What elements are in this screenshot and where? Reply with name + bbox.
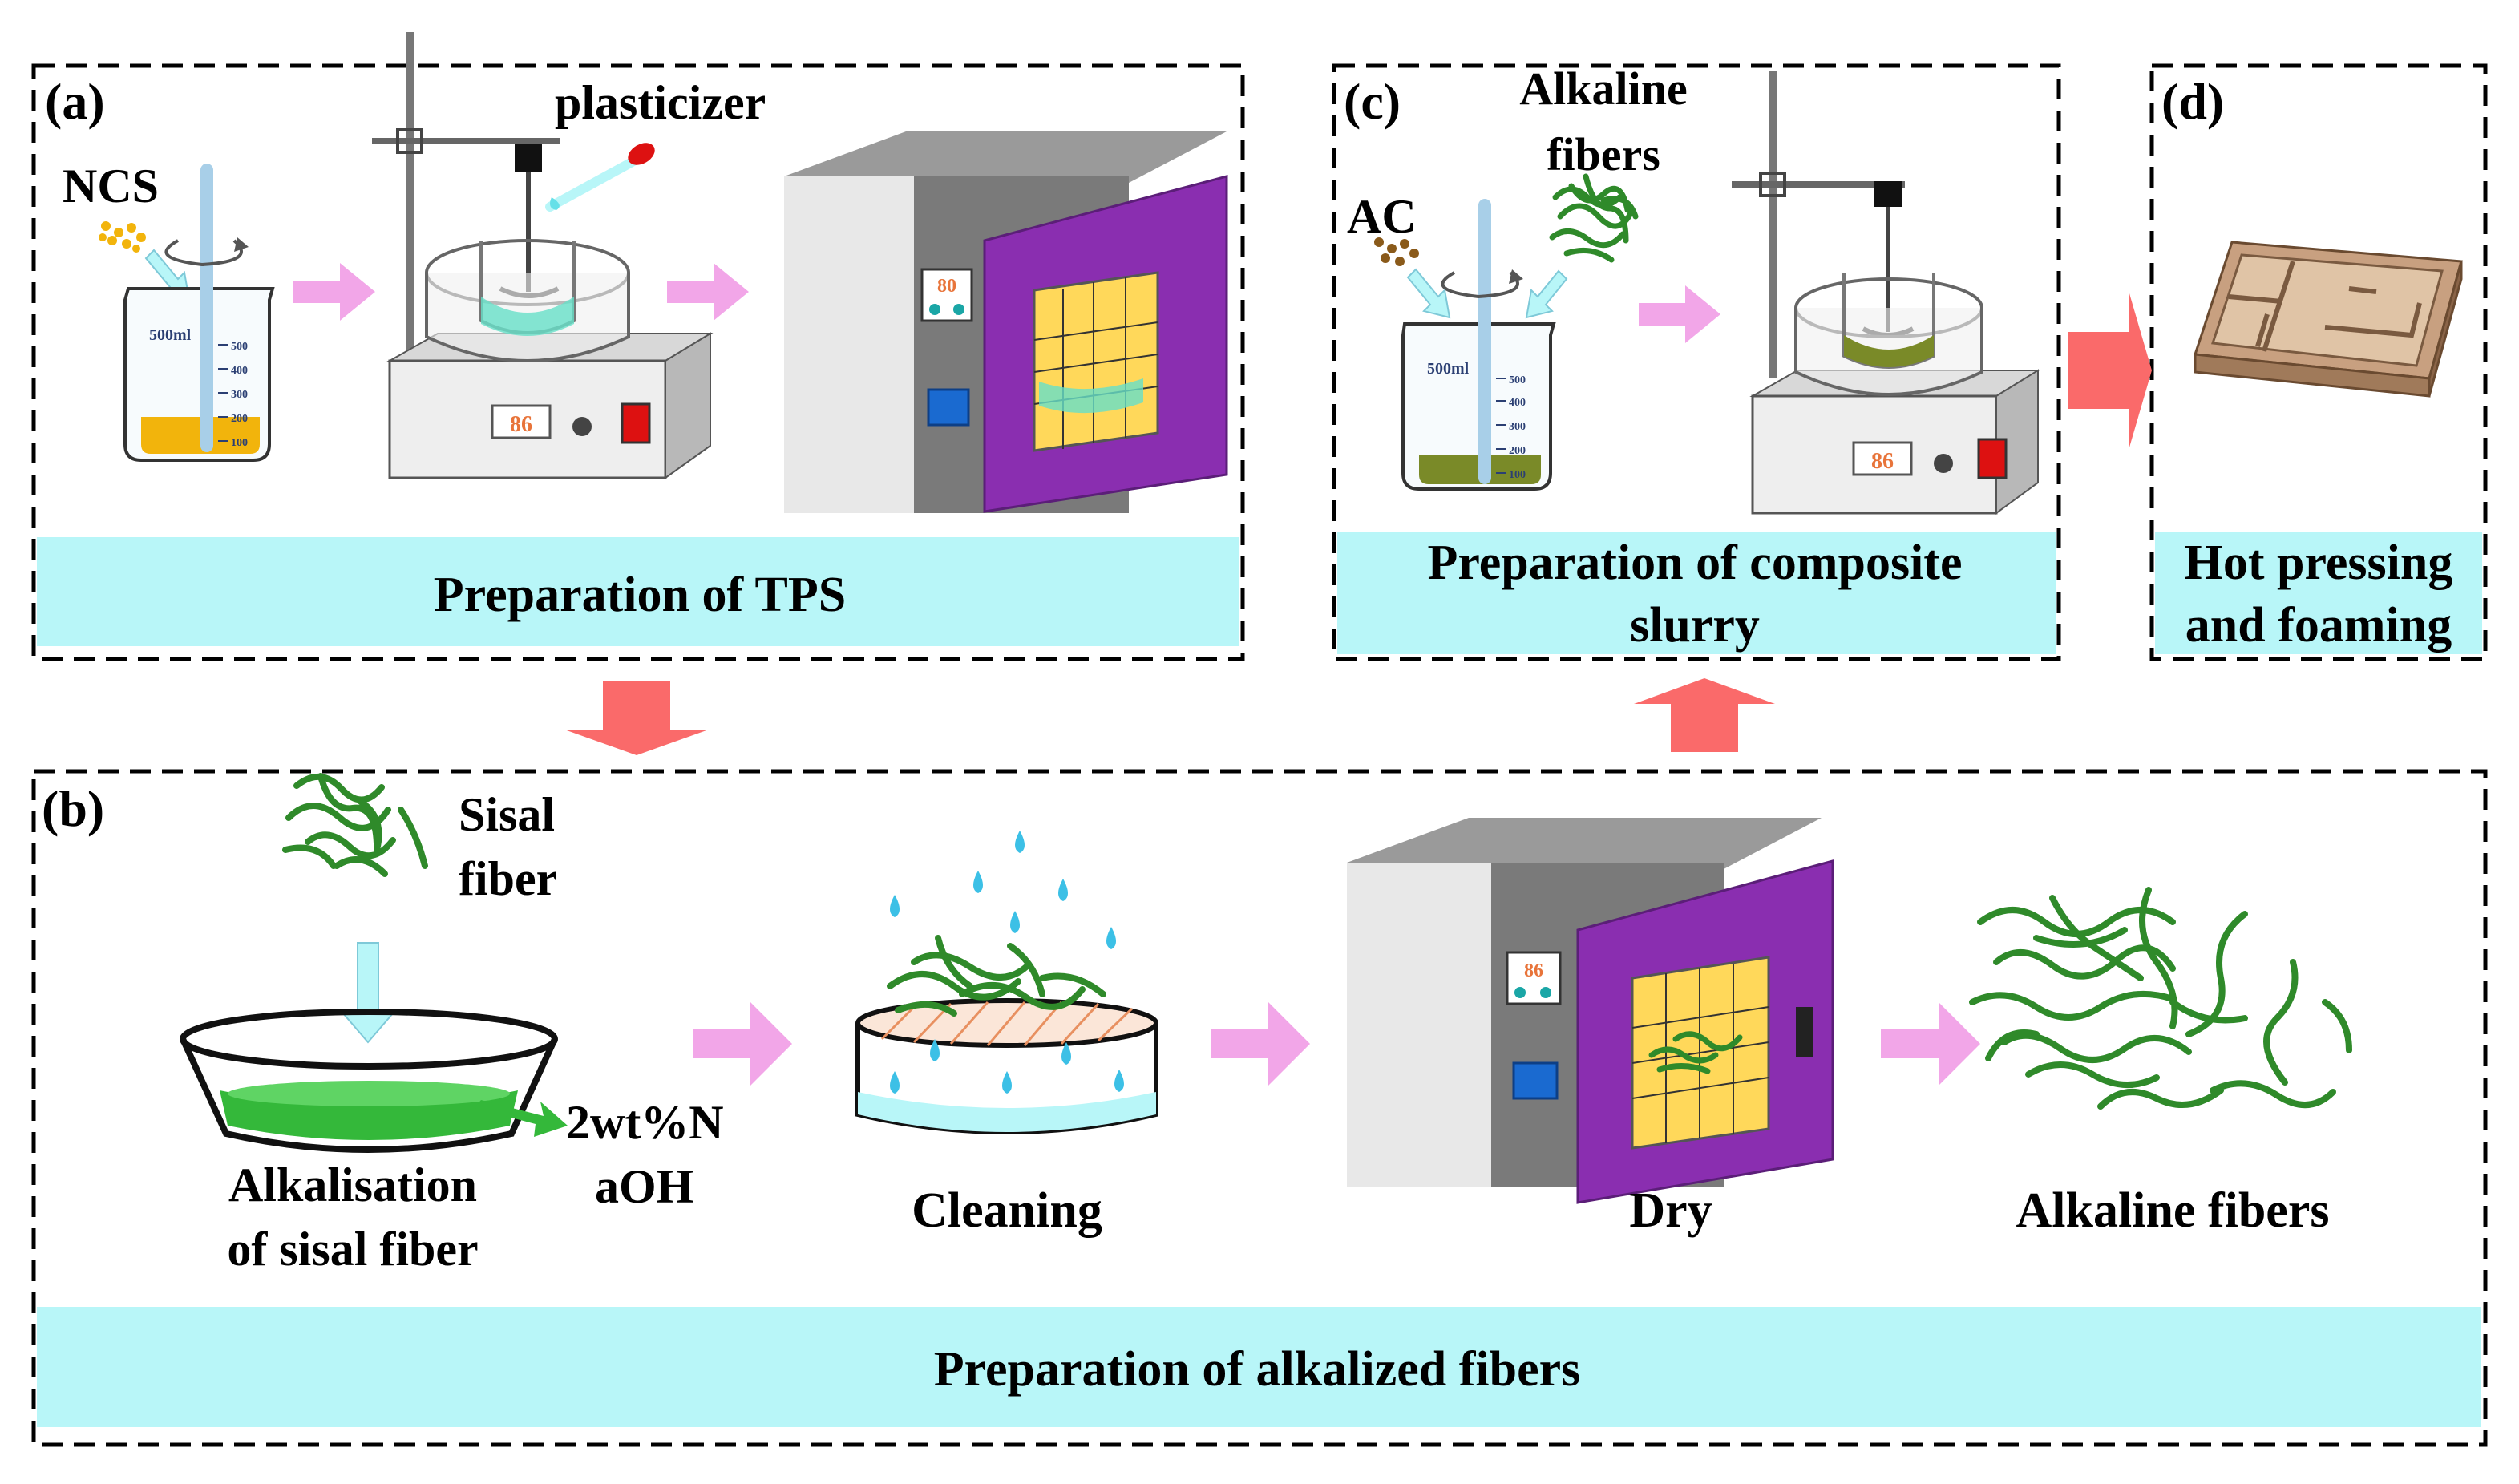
panel-a-border	[31, 63, 1245, 661]
tps-oven: 80	[784, 131, 1228, 513]
tps-beaker-volume: 500ml	[149, 326, 192, 344]
dry-label: Dry	[1629, 1183, 1712, 1238]
step-arrow-c1	[1639, 285, 1720, 343]
ac-pour-arrow	[1406, 268, 1451, 319]
slurry-tick-2: 300	[1509, 421, 1526, 433]
alkalisation-label-line2: of sisal fiber	[227, 1223, 478, 1276]
cleaning-sieve	[855, 998, 1158, 1134]
ncs-label-group: NCS	[63, 160, 191, 301]
plasticizer-label: plasticizer	[555, 76, 766, 129]
slurry-stir-rod	[1478, 199, 1491, 484]
caption-band-b	[37, 1307, 2481, 1427]
sisal-label-line2: fiber	[459, 852, 557, 905]
stage-arrow-b-to-c	[1634, 678, 1775, 752]
tps-tick-0: 500	[231, 341, 248, 353]
tps-oven-display: 80	[937, 276, 956, 297]
sisal-down-arrow-head	[341, 1013, 395, 1044]
step-arrow-a2	[667, 263, 749, 321]
stage-arrow-a-to-b	[564, 681, 709, 755]
panel-d-border	[2149, 63, 2488, 661]
c-fibers-label-line2: fibers	[1547, 128, 1660, 180]
slurry-stirrer-display: 86	[1871, 449, 1894, 474]
alkalisation-label-line1: Alkalisation	[228, 1158, 477, 1211]
c-fibers-label-line1: Alkaline	[1519, 63, 1688, 115]
step-arrow-b3	[1881, 1002, 1980, 1086]
caption-c-line1: Preparation of composite	[1428, 536, 1963, 590]
caption-d-line1: Hot pressing	[2185, 536, 2453, 590]
stage-arrow-c-to-d	[2068, 293, 2152, 447]
dry-oven-display: 86	[1524, 960, 1543, 981]
panel-a-letter: (a)	[45, 73, 105, 130]
ncs-label: NCS	[63, 160, 159, 212]
c-fiber-bundle-icon	[1549, 173, 1639, 263]
c-rotation-arrow-icon	[1441, 271, 1519, 299]
slurry-beaker: 500ml 500 400 300 200 100	[1401, 199, 1556, 491]
slurry-tick-0: 500	[1509, 374, 1526, 386]
water-droplets-icon	[890, 831, 1124, 1094]
slurry-tick-1: 400	[1509, 397, 1526, 409]
tps-stirrer-switch	[621, 402, 651, 444]
foamed-tray-icon	[2193, 241, 2463, 398]
panel-c-letter: (c)	[1344, 73, 1401, 130]
plasticizer-dropper-icon	[545, 143, 655, 212]
slurry-tick-3: 200	[1509, 445, 1526, 457]
cleaning-label: Cleaning	[912, 1183, 1102, 1238]
caption-a: Preparation of TPS	[434, 568, 846, 622]
slurry-stirrer-knob	[1934, 454, 1953, 473]
slurry-beaker-volume: 500ml	[1427, 360, 1470, 378]
naoh-label-line1: 2wt%N	[566, 1096, 724, 1149]
tps-tick-3: 200	[231, 413, 248, 425]
panel-b-border	[31, 769, 2488, 1447]
cleaning-fibers-icon	[887, 935, 1106, 1017]
tps-stir-rod	[200, 164, 213, 452]
sisal-down-arrow-shaft	[357, 942, 379, 1016]
caption-d-line2: and foaming	[2185, 598, 2452, 653]
step-arrow-b1	[693, 1002, 792, 1086]
alkaline-fibers-pile-icon	[1969, 887, 2352, 1110]
caption-b: Preparation of alkalized fibers	[934, 1342, 1580, 1397]
tps-stirrer-knob	[572, 417, 592, 436]
dry-oven: 86	[1347, 818, 1834, 1204]
slurry-stirrer-switch	[1977, 438, 2008, 479]
tps-stirrer-display: 86	[510, 412, 532, 437]
step-arrow-a1	[293, 263, 375, 321]
tps-beaker: 500ml 500 400 300 200 100	[123, 164, 275, 462]
dry-oven-control-box	[1512, 1061, 1559, 1100]
step-arrow-b2	[1211, 1002, 1310, 1086]
naoh-pointer-arrow	[475, 1100, 568, 1137]
ncs-granules-icon	[99, 221, 146, 253]
ac-granules-icon	[1374, 237, 1419, 266]
slurry-magnetic-stirrer: 86	[1732, 71, 2041, 515]
slurry-tick-4: 100	[1509, 469, 1526, 481]
tps-magnetic-stirrer: 86	[372, 32, 714, 479]
panel-b-letter: (b)	[42, 780, 104, 837]
sisal-fiber-bundle-icon	[282, 773, 428, 877]
tps-oven-control-box	[927, 388, 970, 427]
naoh-label-line2: aOH	[595, 1160, 693, 1213]
tps-beaker-scale	[218, 344, 228, 442]
fibers-pour-arrow	[1525, 269, 1568, 319]
caption-c-line2: slurry	[1630, 598, 1760, 653]
caption-band-c	[1337, 532, 2056, 654]
tps-tick-2: 300	[231, 389, 248, 401]
tps-tick-4: 100	[231, 437, 248, 449]
caption-band-d	[2155, 532, 2482, 654]
tps-tick-1: 400	[231, 365, 248, 377]
panel-d-letter: (d)	[2161, 73, 2224, 130]
sisal-label-line1: Sisal	[459, 788, 555, 841]
caption-band-a	[37, 537, 1239, 646]
alkalisation-bowl	[180, 1009, 558, 1153]
rotation-arrow-icon	[164, 239, 243, 267]
panel-c-border	[1332, 63, 2061, 661]
alkaline-fibers-label: Alkaline fibers	[2016, 1183, 2330, 1238]
ac-label: AC	[1347, 190, 1417, 243]
